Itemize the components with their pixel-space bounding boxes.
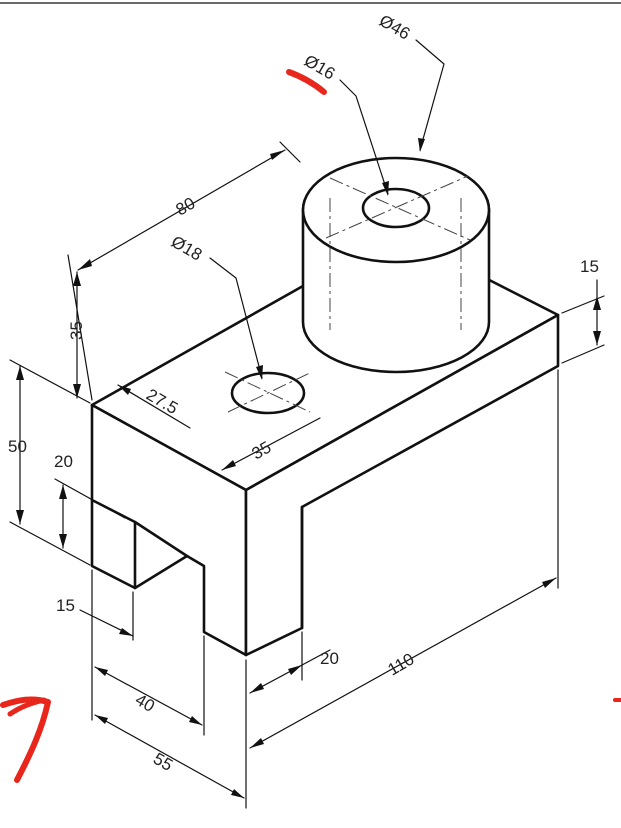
hole-18-centerline-b [227, 371, 313, 413]
red-arrow-head [7, 697, 47, 717]
dim-35-center-line [221, 417, 321, 471]
dim-50-arrow-b [16, 510, 24, 524]
dim-35c-arrow-l [222, 460, 236, 470]
dim-15-arrow-b [593, 331, 601, 345]
label-phi46: Ø46 [376, 11, 413, 44]
label-80: 80 [173, 194, 199, 220]
dim-55-line [94, 714, 245, 799]
dim-20-bottom-arrow-a [250, 683, 264, 693]
label-15-top: 15 [580, 257, 599, 276]
dim-80-arrow-l [78, 259, 92, 270]
label-35-left: 35 [67, 321, 86, 340]
cyl-centerline-b [325, 175, 469, 239]
dim-20-arrow-b [59, 534, 67, 548]
dim-50-arrow-t [16, 366, 24, 380]
dim-27-5-arrow-l [118, 385, 131, 395]
dim-35-arrow-t [73, 272, 81, 286]
label-40: 40 [132, 690, 158, 716]
dim-15-ext-b [561, 344, 605, 364]
dim-15-arrow-a [593, 296, 601, 310]
cyl-centerline-a [329, 177, 471, 241]
label-55: 55 [150, 749, 176, 775]
dim-27-5-line [117, 384, 191, 429]
label-110: 110 [385, 649, 418, 679]
dim-20-bottom-arrow-b [288, 665, 302, 675]
dim-15-slot-arrow [119, 628, 133, 636]
hole-18 [224, 371, 313, 415]
red-arrow-mark [0, 696, 51, 783]
label-20-left: 20 [54, 452, 73, 471]
leader-phi46-arrow [418, 138, 425, 152]
label-50: 50 [8, 437, 27, 456]
dim-80-ext-left [67, 254, 93, 401]
red-underline-mark [286, 69, 327, 95]
dimension-lines [9, 39, 605, 809]
leader-phi16-arrow [382, 181, 389, 196]
dim-40-arrow-l [95, 667, 108, 676]
leader-phi16 [339, 79, 389, 195]
red-annotations [0, 69, 621, 783]
dim-20-arrow-t [59, 485, 67, 499]
dim-50-ext-bot [9, 521, 91, 566]
leader-phi46 [415, 39, 445, 151]
dim-80-arrow-r [270, 150, 285, 160]
cylinder-boss [301, 156, 491, 374]
bore-hole-16 [361, 187, 431, 229]
dim-35-arrow-b [73, 384, 81, 398]
leader-phi18-arrow [256, 365, 263, 380]
dim-40-arrow-r [189, 716, 202, 725]
hole-18-centerline-a [224, 371, 311, 413]
dim-20-ext-top [54, 478, 126, 519]
dim-110-arrow-r [542, 578, 556, 588]
dim-80-line [77, 149, 286, 271]
dim-55-arrow-r [231, 789, 244, 798]
label-15-slot: 15 [56, 596, 75, 615]
dim-40-line [94, 666, 203, 726]
label-phi18: Ø18 [168, 232, 205, 265]
dim-110-arrow-l [250, 738, 264, 748]
label-20-bottom: 20 [320, 649, 339, 668]
leader-phi18 [209, 257, 263, 379]
dim-50-ext-top [9, 359, 91, 404]
dim-55-arrow-l [95, 715, 108, 724]
dim-110-line [249, 577, 557, 749]
dim-80-ext-right [279, 141, 301, 163]
